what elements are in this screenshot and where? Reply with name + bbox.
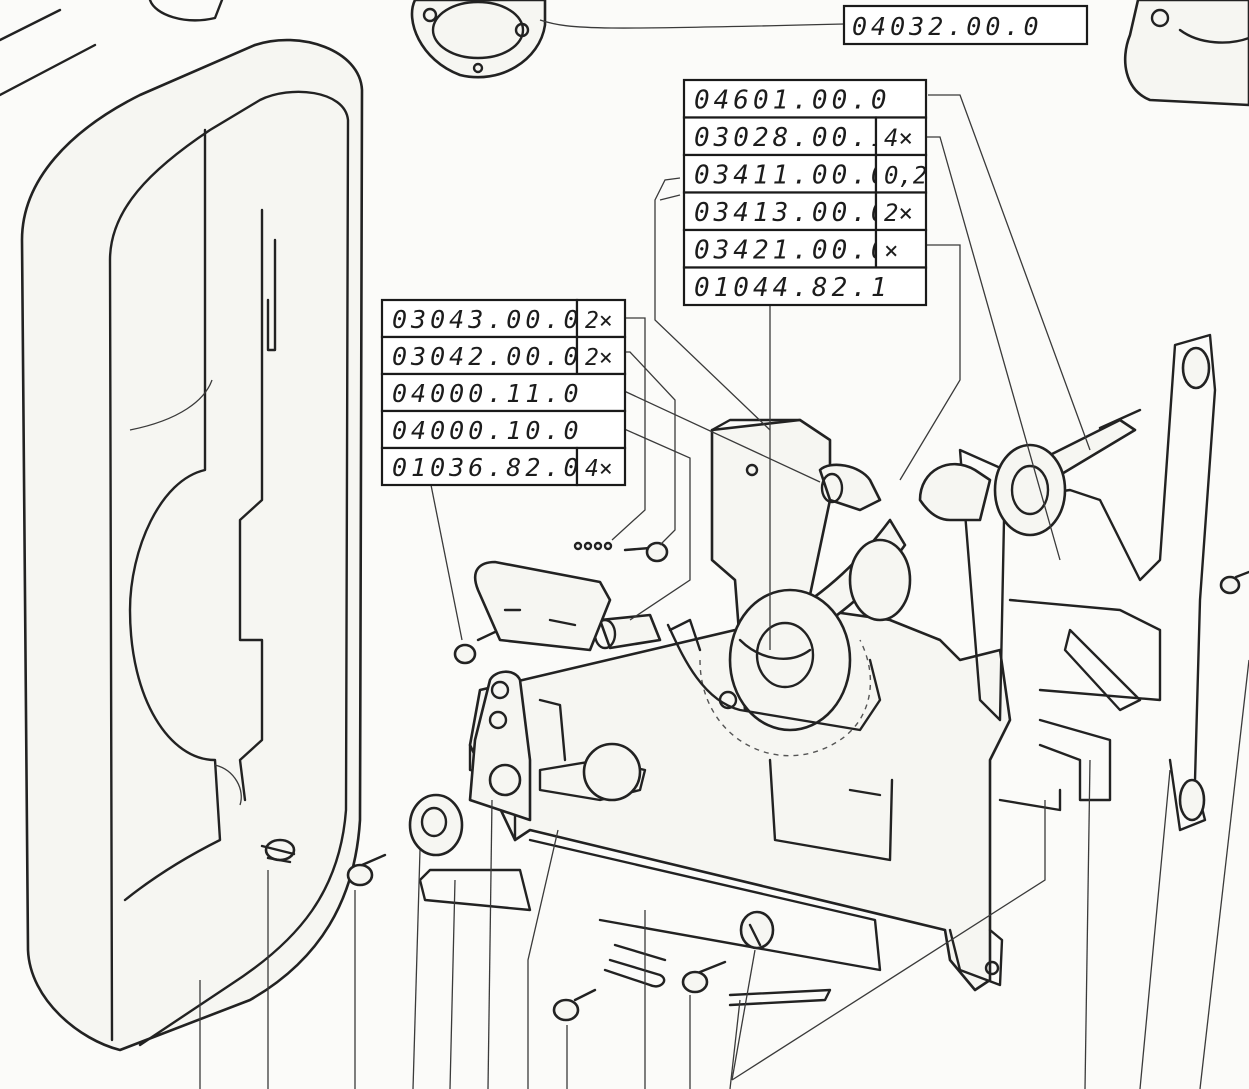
part-number-top: 04032.00.0 [852, 12, 1043, 41]
label-group-right: 04601.00.003028.00.14×03411.00.00,203413… [682, 78, 928, 307]
qty-cell [575, 446, 627, 487]
part-number: 03042.00.0 [392, 342, 583, 371]
leader-lines [199, 94, 1249, 1089]
qty-cell [874, 191, 928, 232]
qty-cell [874, 116, 928, 157]
parts-label-row: 04000.11.0 [380, 372, 627, 413]
part-number: 03028.00.1 [694, 123, 891, 153]
parts-label-row: 03421.00.0× [682, 228, 928, 269]
top-fragments [0, 0, 1249, 107]
housing-cover [20, 38, 364, 1052]
parts-label-row: 04000.10.0 [380, 409, 627, 450]
part-number: 04000.11.0 [392, 379, 583, 408]
part-number: 03413.00.0 [694, 198, 891, 228]
label-cell [682, 116, 878, 157]
label-cell [380, 372, 627, 413]
part-number: 04601.00.0 [694, 86, 891, 116]
quantity: 2× [585, 308, 613, 334]
loose-hardware [346, 541, 1249, 1022]
quantity: × [884, 237, 898, 265]
part-number: 01036.82.0 [392, 453, 583, 482]
label-cell [682, 78, 928, 119]
label-top: 04032.00.0 [842, 4, 1089, 46]
part-number: 03411.00.0 [694, 161, 891, 191]
quantity: 2× [884, 199, 913, 227]
part-number: 03043.00.0 [392, 305, 583, 334]
quantity: 0,2 [884, 162, 927, 190]
label-cell [682, 191, 878, 232]
label-cell [682, 266, 928, 307]
quantity: 4× [585, 456, 613, 482]
parts-label-row: 03413.00.02× [682, 191, 928, 232]
parts-label-row: 04601.00.0 [682, 78, 928, 119]
quantity: 2× [585, 345, 613, 371]
parts-label-row: 01044.82.1 [682, 266, 928, 307]
part-number: 04000.10.0 [392, 416, 583, 445]
parts-label-row: 03028.00.14× [682, 116, 928, 157]
part-number: 01044.82.1 [694, 273, 891, 303]
label-cell [380, 409, 627, 450]
bracket-arm [418, 560, 882, 972]
parts-label-row: 03411.00.00,2 [682, 153, 927, 194]
shaft-gear-assembly [593, 408, 1142, 757]
quantity: 4× [884, 124, 913, 152]
qty-cell [874, 228, 928, 269]
part-number: 03421.00.0 [694, 236, 891, 266]
